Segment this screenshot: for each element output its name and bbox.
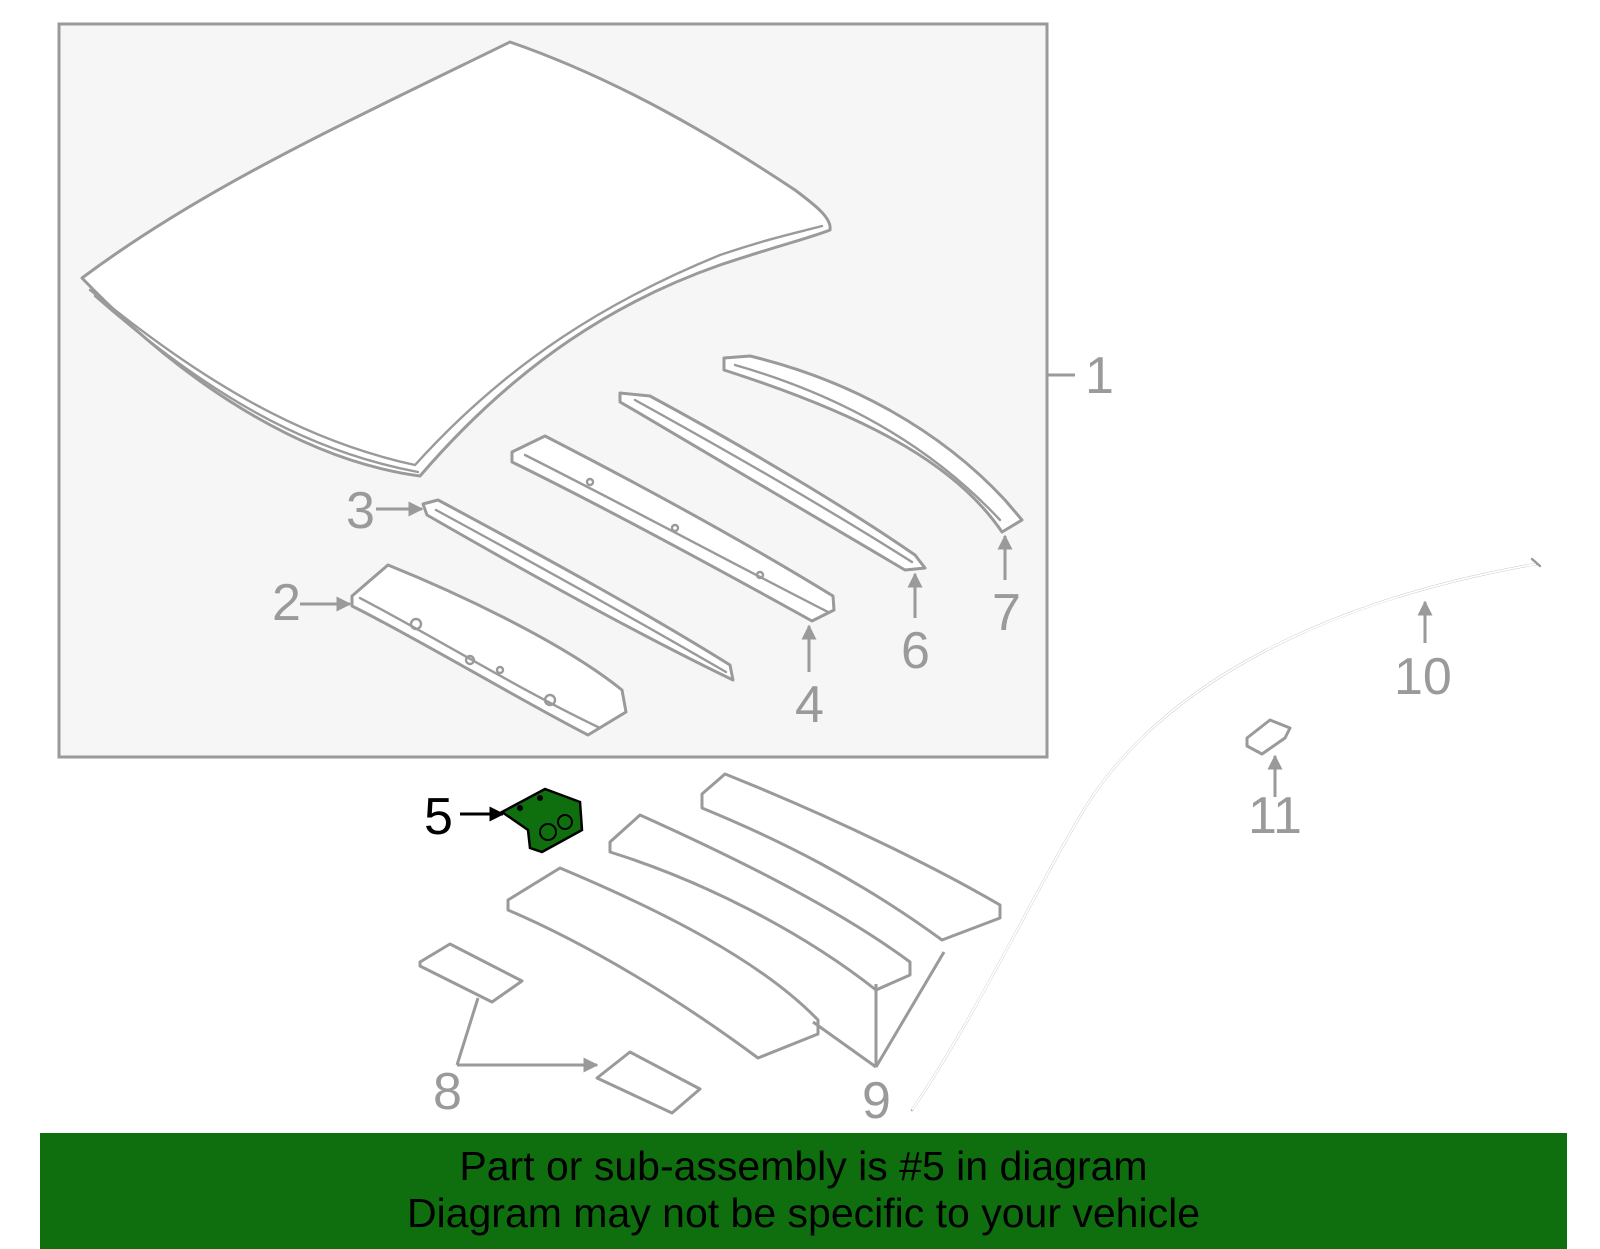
roof-panel — [80, 40, 832, 478]
callout-6-label: 6 — [901, 622, 930, 680]
part-6-roof-bow — [618, 391, 927, 572]
callout-8-leaders — [455, 997, 597, 1065]
callout-9-leaders — [812, 951, 946, 1069]
banner-line-1: Part or sub-assembly is #5 in diagram — [459, 1143, 1148, 1189]
callout-9-label: 9 — [862, 1072, 891, 1130]
part-3-roof-bow — [421, 498, 735, 682]
callout-3-label: 3 — [346, 482, 375, 540]
part-9-pads — [506, 772, 1002, 1060]
callout-8-label: 8 — [433, 1063, 462, 1121]
part-7-rear-header — [722, 354, 1024, 534]
part-8-pads — [418, 942, 702, 1115]
callout-1-label: 1 — [1085, 347, 1114, 405]
part-10-molding — [910, 557, 1542, 1112]
callout-7-label: 7 — [992, 584, 1021, 642]
callout-2-label: 2 — [272, 574, 301, 632]
callout-11-label: 11 — [1248, 787, 1302, 845]
callout-4-label: 4 — [795, 676, 824, 734]
banner-line-2: Diagram may not be specific to your vehi… — [406, 1190, 1200, 1236]
part-2-front-header — [350, 563, 628, 737]
part-5-bracket — [499, 787, 584, 854]
callout-5-label: 5 — [424, 788, 453, 846]
part-11-clip — [1245, 718, 1292, 756]
info-banner: Part or sub-assembly is #5 in diagram Di… — [40, 1133, 1567, 1249]
part-4-roof-bow — [510, 434, 836, 623]
callout-10-label: 10 — [1394, 648, 1452, 706]
